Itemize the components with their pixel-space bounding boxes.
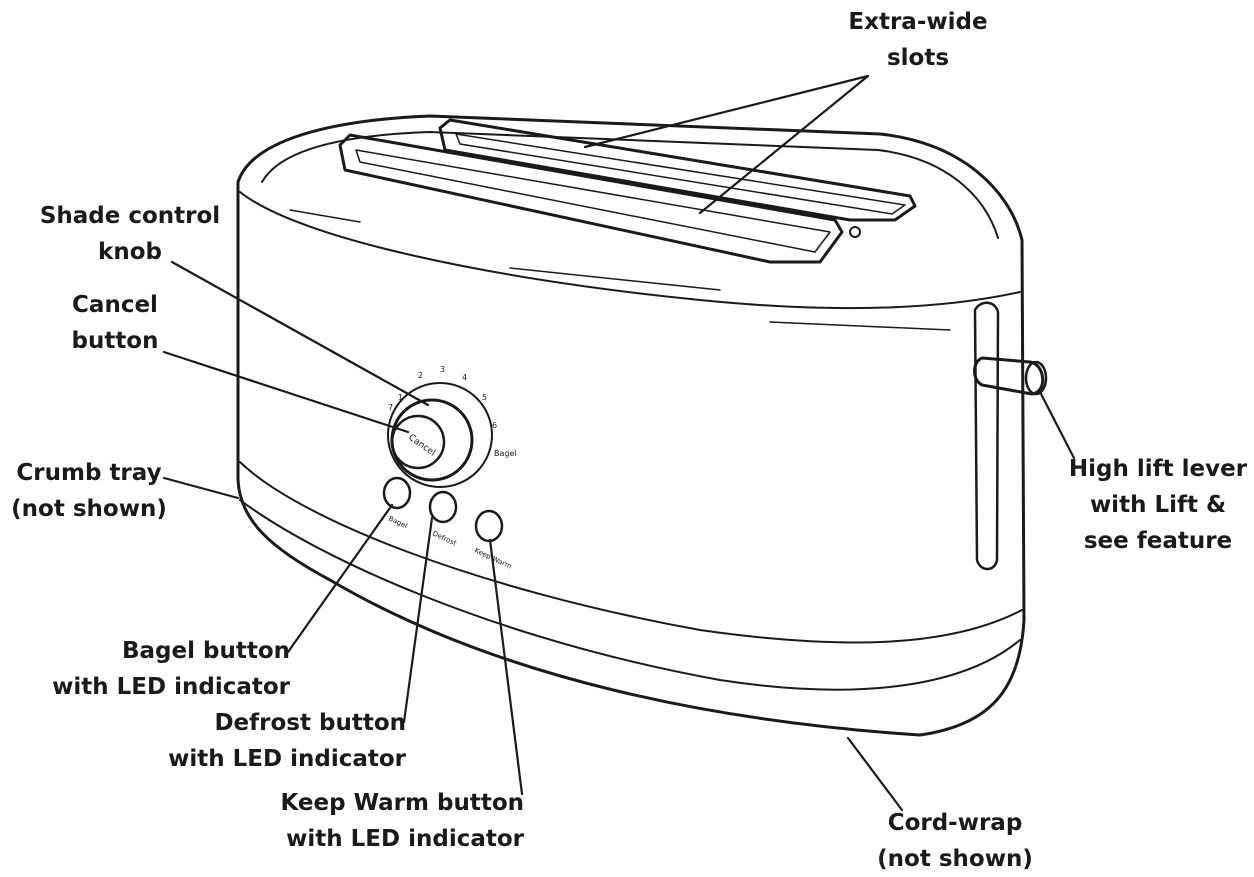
dial-low-mark: 1 bbox=[398, 393, 403, 402]
knob-cancel-text: Cancel bbox=[406, 433, 437, 459]
shade-dial-ring bbox=[387, 382, 493, 488]
cancel-button-face bbox=[390, 414, 446, 470]
slot-back bbox=[438, 118, 917, 222]
leader-lines bbox=[162, 74, 1076, 812]
leader-defrost bbox=[402, 516, 434, 724]
label-high-lift-lever: High lift lever with Lift & see feature bbox=[1068, 456, 1248, 554]
label-shade-control-knob: Shade control knob bbox=[39, 203, 221, 265]
slot-front-inner bbox=[355, 149, 831, 253]
keepwarm-button-shape bbox=[474, 509, 504, 543]
label-extra-wide-slots: Extra-wide slots bbox=[848, 9, 988, 71]
leader-bagel bbox=[286, 503, 394, 654]
dial-mark-3: 3 bbox=[440, 365, 445, 374]
slot-front bbox=[338, 133, 844, 264]
leader-lever bbox=[1038, 390, 1076, 460]
label-crumb-tray: Crumb tray (not shown) bbox=[11, 460, 167, 522]
dial-mark-2: 2 bbox=[418, 371, 423, 380]
defrost-button-shape bbox=[428, 490, 458, 524]
dial-high-mark: 7 bbox=[388, 403, 393, 412]
dial-mark-4: 4 bbox=[462, 373, 467, 382]
label-defrost-button: Defrost button with LED indicator bbox=[168, 710, 406, 772]
slot-back-inner bbox=[455, 133, 906, 215]
leader-crumb bbox=[162, 476, 240, 500]
leader-slot-2 bbox=[698, 74, 870, 215]
leader-cord bbox=[846, 736, 904, 812]
top-edge bbox=[239, 191, 1021, 310]
label-cancel-button: Cancel button bbox=[71, 292, 159, 354]
dial-end-label: Bagel bbox=[494, 449, 517, 458]
leader-shade-knob bbox=[170, 260, 430, 407]
bagel-button-shape bbox=[382, 476, 412, 510]
leader-cancel bbox=[162, 350, 410, 434]
dial-mark-5: 5 bbox=[482, 393, 487, 402]
base-band-upper bbox=[239, 461, 1023, 644]
bagel-button-text: Bagel bbox=[387, 515, 408, 531]
lever-slot bbox=[973, 301, 1000, 571]
base-band-lower bbox=[239, 499, 1021, 691]
toaster-body bbox=[236, 114, 1026, 737]
label-keep-warm-button: Keep Warm button with LED indicator bbox=[280, 790, 524, 852]
defrost-button-text: Defrost bbox=[431, 530, 458, 548]
leader-keepwarm bbox=[488, 538, 524, 796]
label-cord-wrap: Cord-wrap (not shown) bbox=[877, 810, 1033, 872]
dial-mark-6: 6 bbox=[492, 421, 497, 430]
top-indicator-dot bbox=[849, 226, 861, 238]
leader-slot-1 bbox=[583, 74, 870, 149]
shade-control-knob bbox=[390, 398, 474, 482]
top-rim bbox=[261, 131, 999, 239]
label-bagel-button: Bagel button with LED indicator bbox=[52, 638, 290, 700]
